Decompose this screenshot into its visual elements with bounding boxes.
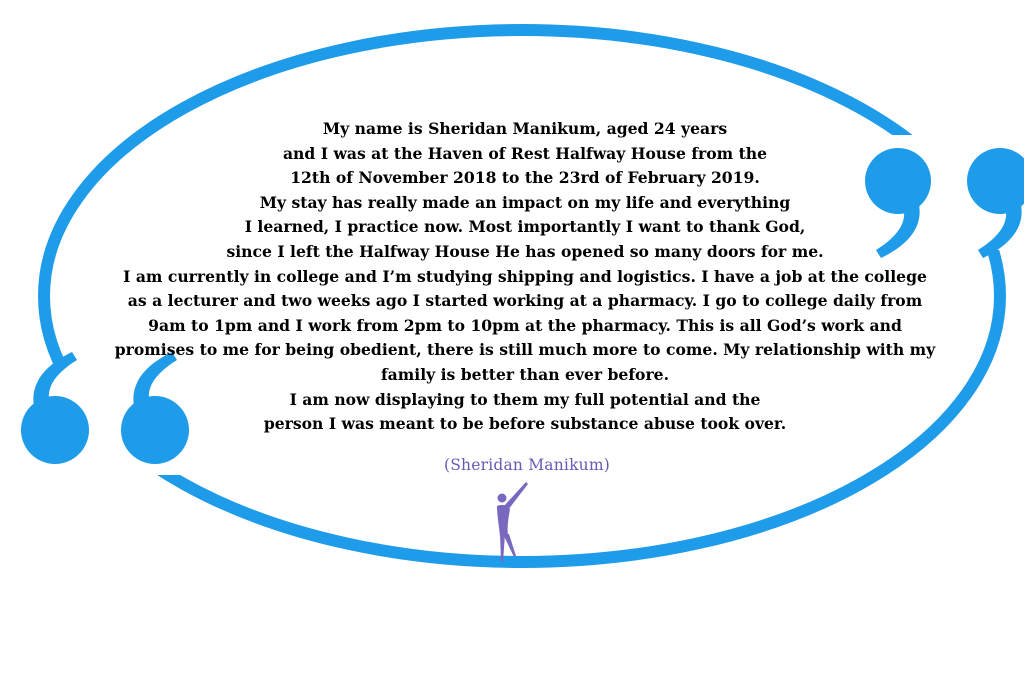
testimonial-line: family is better than ever before. [380,364,670,384]
attribution: (Sheridan Manikum) [443,456,611,474]
testimonial-line: I am currently in college and I’m studyi… [123,266,927,286]
testimonial-line: My name is Sheridan Manikum, aged 24 yea… [322,119,728,138]
close-quote-marks-icon [865,148,1024,258]
testimonial-line: since I left the Halfway House He has op… [226,241,824,261]
frame-ellipse [38,24,1006,568]
testimonial-line: My stay has really made an impact on my … [259,192,791,212]
testimonial-line: I learned, I practice now. Most importan… [244,217,806,237]
testimonial-line: I am now displaying to them my full pote… [289,389,761,409]
testimonial-line: and I was at the Haven of Rest Halfway H… [282,143,768,163]
testimonial-line: as a lecturer and two weeks ago I starte… [127,291,923,311]
testimonial-line: 12th of November 2018 to the 23rd of Feb… [290,168,760,188]
testimonial-text: My name is Sheridan Manikum, aged 24 yea… [90,117,960,437]
reaching-figure-logo [497,482,528,562]
open-quote-marks-icon [21,352,189,464]
testimonial-line: promises to me for being obedient, there… [114,340,936,360]
testimonial-line: person I was meant to be before substanc… [263,414,787,434]
testimonial-line: 9am to 1pm and I work from 2pm to 10pm a… [148,315,902,335]
